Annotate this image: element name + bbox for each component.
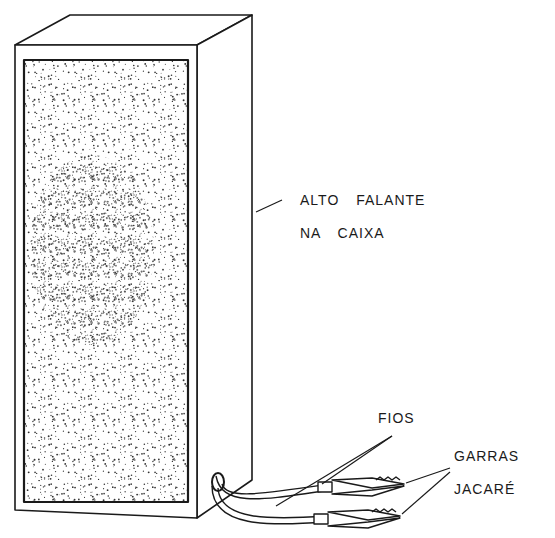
box-side	[197, 15, 252, 518]
part-label: ALTO FALANTE NA CAIXA	[300, 184, 450, 250]
part-label: GARRAS JACARÉ	[454, 440, 546, 506]
speaker-grille	[24, 60, 188, 502]
part-label: FIOS	[378, 402, 458, 435]
leader-lines	[256, 200, 450, 514]
alligator-clip	[328, 509, 400, 528]
box-front	[15, 45, 197, 518]
alligator-clip	[332, 477, 404, 496]
speaker-cone	[30, 155, 154, 345]
